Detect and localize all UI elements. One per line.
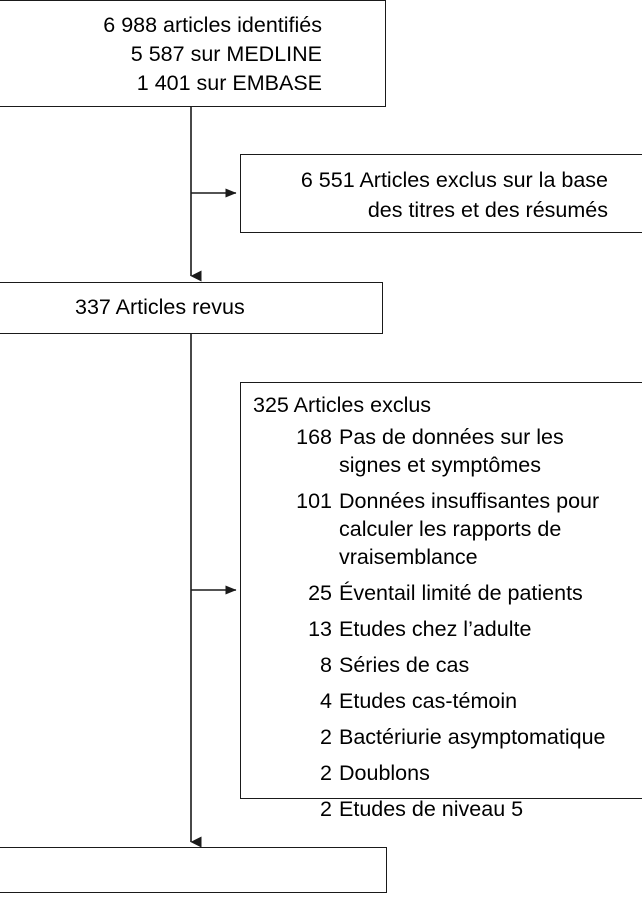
box-articles-identifies: 6 988 articles identifiés 5 587 sur MEDL… [0,0,386,107]
exclusion-reason-count: 13 [308,617,332,641]
box-articles-inclus: 12 Articles inclus dans l’analyse [0,847,387,893]
exclusion-reason-row: 2 Bactériurie asymptomatique [241,723,642,751]
identified-line-medline: 5 587 sur MEDLINE [130,42,322,66]
exclusion-reason-label: Séries de cas [339,653,470,677]
exclusion-reason-label: Bactériurie asymptomatique [339,725,606,749]
box-articles-exclus-titres: 6 551 Articles exclus sur la base des ti… [240,154,642,233]
exclusion-reason-count: 2 [320,761,332,785]
exclusion-reason-row: 13 Etudes chez l’adulte [241,615,642,643]
exclusion-reason-count: 2 [320,725,332,749]
exclusion-reason-label: Éventail limité de patients [339,581,583,605]
exclusion-reason-count: 25 [308,581,332,605]
excluded-full-heading: 325 Articles exclus [253,393,432,417]
exclusion-reason-count: 2 [320,797,332,821]
box-reviewed-text: 337 Articles revus [75,293,245,322]
exclusion-reason-row: 8 Séries de cas [241,651,642,679]
exclusion-reason-row: 168 Pas de données sur les signes et symp… [241,423,642,479]
exclusion-reason-row: 25 Éventail limité de patients [241,579,642,607]
identified-line-total: 6 988 articles identifiés [103,13,322,37]
exclusion-reason-count: 4 [320,689,332,713]
exclusion-reason-label: Doublons [339,761,430,785]
exclusion-reason-label: Etudes de niveau 5 [339,797,524,821]
reviewed-line1: 337 Articles revus [75,295,245,319]
exclusion-reason-row: 2 Etudes de niveau 5 [241,795,642,823]
exclusion-reason-row: 2 Doublons [241,759,642,787]
excluded-titles-line1: 6 551 Articles exclus sur la base [300,168,608,192]
exclusion-reason-label: Données insuffisantes pour calculer les … [339,489,600,569]
box-articles-exclus-detail: 325 Articles exclus 168 Pas de données su… [240,382,642,821]
exclusion-reasons-list: 168 Pas de données sur les signes et symp… [241,423,642,831]
exclusion-reason-row: 4 Etudes cas-témoin [241,687,642,715]
exclusion-reason-count: 168 [296,425,332,449]
exclusion-reason-label: Etudes cas-témoin [339,689,518,713]
exclusion-reason-count: 101 [296,489,332,513]
exclusion-reason-label: Pas de données sur les signes et symptôm… [339,425,564,477]
box-included-text: 12 Articles inclus dans l’analyse [28,855,330,900]
exclusion-reason-count: 8 [320,653,332,677]
identified-line-embase: 1 401 sur EMBASE [136,71,322,95]
box-excluded-titles-text: 6 551 Articles exclus sur la base des ti… [241,165,608,225]
box-articles-revus: 337 Articles revus [0,282,383,334]
exclusion-reason-label: Etudes chez l’adulte [339,617,532,641]
exclusion-reason-row: 101 Données insuffisantes pour calculer l… [241,487,642,571]
box-identified-text: 6 988 articles identifiés 5 587 sur MEDL… [0,11,322,98]
excluded-titles-line2: des titres et des résumés [367,198,608,222]
